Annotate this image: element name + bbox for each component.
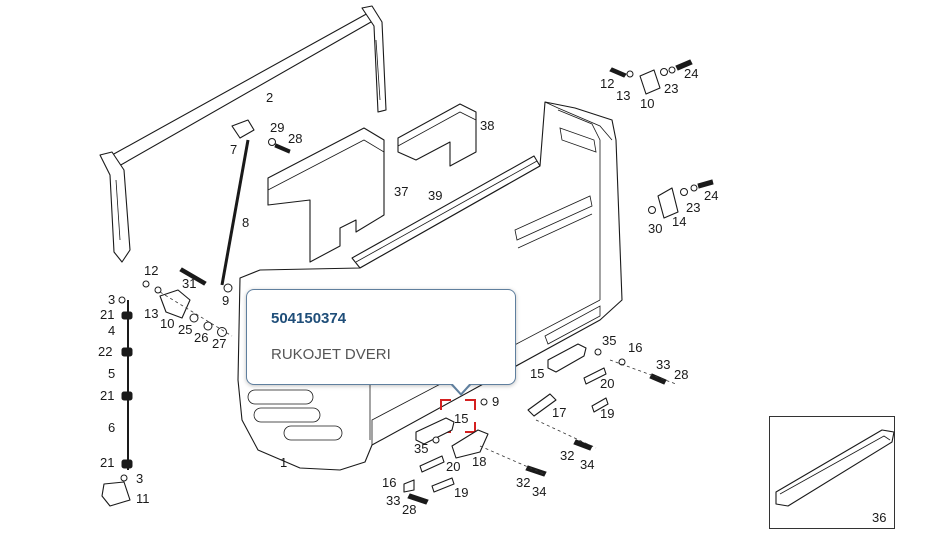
callout-39[interactable]: 39 (428, 188, 442, 203)
callout-31[interactable]: 31 (182, 276, 196, 291)
right-hinge[interactable] (648, 179, 714, 219)
callout-22[interactable]: 22 (98, 344, 112, 359)
callout-29[interactable]: 29 (270, 120, 284, 135)
callout-13[interactable]: 13 (144, 306, 158, 321)
callout-34[interactable]: 34 (532, 484, 546, 499)
callout-38[interactable]: 38 (480, 118, 494, 133)
callout-30[interactable]: 30 (648, 221, 662, 236)
callout-15[interactable]: 15 (454, 411, 468, 426)
part-28-29-bolt[interactable] (268, 138, 291, 154)
callout-35[interactable]: 35 (414, 441, 428, 456)
callout-19[interactable]: 19 (600, 406, 614, 421)
callout-32[interactable]: 32 (560, 448, 574, 463)
callout-33[interactable]: 33 (656, 357, 670, 372)
callout-3[interactable]: 3 (108, 292, 115, 307)
callout-8[interactable]: 8 (242, 215, 249, 230)
callout-1[interactable]: 1 (280, 455, 287, 470)
callout-4[interactable]: 4 (108, 323, 115, 338)
left-hinge-assembly[interactable] (142, 267, 233, 337)
callout-12[interactable]: 12 (600, 76, 614, 91)
callout-15[interactable]: 15 (530, 366, 544, 381)
callout-10[interactable]: 10 (640, 96, 654, 111)
tooltip-description: RUKOJET DVERI (271, 346, 391, 363)
part-8-strut[interactable] (220, 139, 250, 286)
callout-36[interactable]: 36 (872, 510, 886, 525)
gas-spring-column[interactable] (101, 296, 133, 507)
callout-23[interactable]: 23 (664, 81, 678, 96)
callout-35[interactable]: 35 (602, 333, 616, 348)
callout-25[interactable]: 25 (178, 322, 192, 337)
part-2-frame[interactable] (99, 5, 387, 263)
callout-11[interactable]: 11 (136, 491, 150, 506)
callout-6[interactable]: 6 (108, 420, 115, 435)
callout-17[interactable]: 17 (552, 405, 566, 420)
callout-10[interactable]: 10 (160, 316, 174, 331)
callout-27[interactable]: 27 (212, 336, 226, 351)
callout-37[interactable]: 37 (394, 184, 408, 199)
callout-7[interactable]: 7 (230, 142, 237, 157)
callout-5[interactable]: 5 (108, 366, 115, 381)
callout-2[interactable]: 2 (266, 90, 273, 105)
part-38-insulation[interactable] (397, 103, 477, 167)
callout-9[interactable]: 9 (492, 394, 499, 409)
top-right-hinge[interactable] (609, 59, 693, 95)
part-7-bracket[interactable] (231, 119, 255, 139)
callout-33[interactable]: 33 (386, 493, 400, 508)
callout-21[interactable]: 21 (100, 455, 114, 470)
part-36-bracket[interactable] (775, 429, 895, 507)
tooltip-part-number[interactable]: 504150374 (271, 310, 347, 327)
part-37-insulation[interactable] (267, 127, 385, 263)
callout-34[interactable]: 34 (580, 457, 594, 472)
part-tooltip: 504150374 RUKOJET DVERI (246, 289, 516, 385)
callout-21[interactable]: 21 (100, 307, 114, 322)
callout-20[interactable]: 20 (600, 376, 614, 391)
callout-24[interactable]: 24 (684, 66, 698, 81)
callout-26[interactable]: 26 (194, 330, 208, 345)
callout-12[interactable]: 12 (144, 263, 158, 278)
callout-16[interactable]: 16 (382, 475, 396, 490)
callout-23[interactable]: 23 (686, 200, 700, 215)
callout-32[interactable]: 32 (516, 475, 530, 490)
right-handle-assembly[interactable] (480, 343, 677, 451)
callout-24[interactable]: 24 (704, 188, 718, 203)
callout-21[interactable]: 21 (100, 388, 114, 403)
callout-3[interactable]: 3 (136, 471, 143, 486)
tooltip-pointer-inner (452, 383, 470, 393)
lower-handle-assembly[interactable] (403, 429, 547, 505)
callout-28[interactable]: 28 (674, 367, 688, 382)
callout-14[interactable]: 14 (672, 214, 686, 229)
callout-9[interactable]: 9 (222, 293, 229, 308)
callout-13[interactable]: 13 (616, 88, 630, 103)
callout-16[interactable]: 16 (628, 340, 642, 355)
callout-20[interactable]: 20 (446, 459, 460, 474)
callout-19[interactable]: 19 (454, 485, 468, 500)
callout-18[interactable]: 18 (472, 454, 486, 469)
callout-28[interactable]: 28 (288, 131, 302, 146)
callout-28[interactable]: 28 (402, 502, 416, 517)
